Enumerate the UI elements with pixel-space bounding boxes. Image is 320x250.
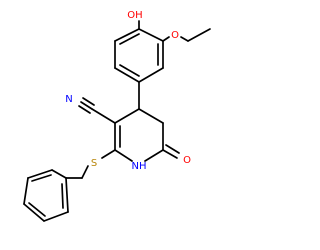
bond-o-ch2 xyxy=(180,36,189,42)
atom-labels: OH O N S NH O xyxy=(65,10,191,172)
bond-phenyl-1 xyxy=(51,169,67,179)
bond-phenol-4-double xyxy=(119,64,140,77)
atom-label-o-ether: O xyxy=(171,30,179,41)
bond-c-o-ether xyxy=(162,36,170,42)
atom-label-s: S xyxy=(91,158,97,169)
bond-s-ch2 xyxy=(81,165,89,179)
bond-phenyl-5 xyxy=(43,211,69,222)
bond-c3-c4 xyxy=(114,108,140,124)
bond-phenyl-4-double xyxy=(28,202,46,217)
bond-n1-c2 xyxy=(114,149,133,162)
atom-label-oh: OH xyxy=(127,10,142,21)
bonds xyxy=(23,20,211,222)
bond-c2-s xyxy=(101,149,116,159)
bond-cn-triple-a xyxy=(80,101,93,110)
atom-label-nh: NH xyxy=(132,161,147,172)
bond-c6-n1 xyxy=(144,149,164,162)
bond-c4-c5 xyxy=(138,108,164,124)
bond-phenol-1 xyxy=(138,28,164,42)
bond-phenol-4 xyxy=(114,67,140,83)
bond-phenol-6 xyxy=(114,28,140,42)
bond-c3-cn xyxy=(91,108,116,124)
bond-phenyl-3 xyxy=(23,177,29,205)
bond-c6-o-double xyxy=(165,144,180,154)
bond-phenol-3 xyxy=(138,67,164,83)
bond-phenyl-6 xyxy=(65,177,69,213)
molecule-structure: OH O N S NH O xyxy=(23,10,211,222)
atom-label-o-carbonyl: O xyxy=(183,155,191,166)
bond-phenyl-4 xyxy=(23,203,45,222)
bond-phenyl-2 xyxy=(27,169,53,179)
bond-phenyl-2-double xyxy=(31,174,52,182)
bond-cn-triple-c xyxy=(78,105,91,114)
bond-phenyl-6-double xyxy=(61,183,64,209)
atom-label-n-nitrile: N xyxy=(65,94,72,105)
bond-cn-triple-b xyxy=(82,97,95,106)
bond-phenol-6-double xyxy=(119,33,140,45)
bond-c6-o xyxy=(162,149,178,159)
bond-ch2-ch3 xyxy=(187,28,211,42)
